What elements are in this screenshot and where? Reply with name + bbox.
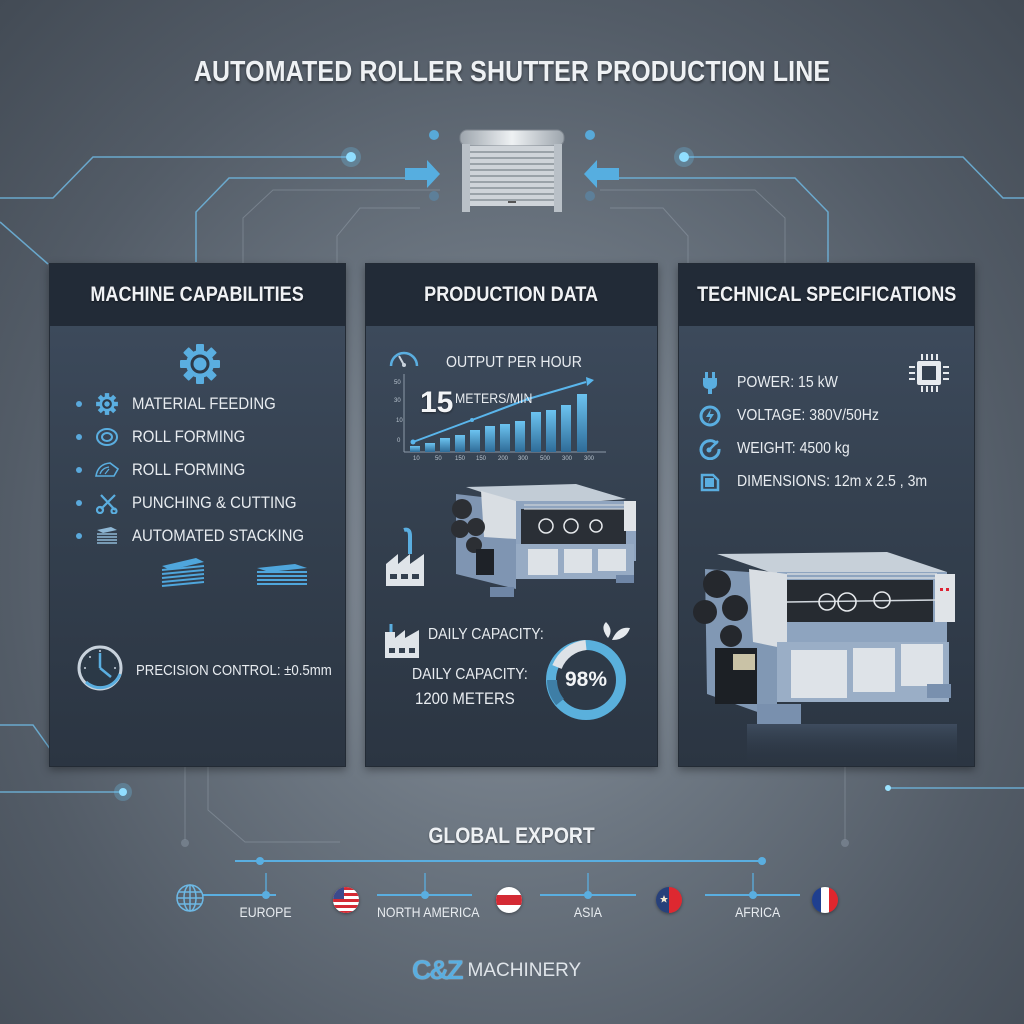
brand-logo: C&Z MACHINERY xyxy=(412,955,581,986)
specs-panel-header: TECHNICAL SPECIFICATIONS xyxy=(679,264,974,326)
capacity-heading: DAILY CAPACITY: xyxy=(428,626,544,643)
roller-shutter-icon xyxy=(405,129,619,212)
region-africa: AFRICA xyxy=(735,904,781,920)
page-title: AUTOMATED ROLLER SHUTTER PRODUCTION LINE xyxy=(193,56,831,88)
spec-item: POWER: 15 kW xyxy=(697,370,852,396)
capability-item: ROLL FORMING xyxy=(76,425,261,449)
gear-icon xyxy=(178,342,222,391)
chart-title: OUTPUT PER HOUR xyxy=(446,354,582,371)
efficiency-value: 98% xyxy=(564,668,608,691)
blue-red-star-flag xyxy=(656,887,682,913)
leaf-icon xyxy=(603,622,630,640)
capability-item: ROLL FORMING xyxy=(76,458,261,482)
svg-text:0: 0 xyxy=(397,438,401,444)
plug-icon xyxy=(697,371,723,395)
globe-icon xyxy=(175,883,205,918)
brand-name: MACHINERY xyxy=(467,959,582,981)
svg-text:50: 50 xyxy=(394,380,401,386)
gear-icon xyxy=(94,393,120,415)
stack-icon xyxy=(255,562,309,593)
capability-item: PUNCHING & CUTTING xyxy=(76,491,319,515)
clock-icon xyxy=(76,644,124,697)
bullet xyxy=(76,533,82,539)
stack-icon xyxy=(94,525,120,547)
roll-icon xyxy=(94,426,120,448)
region-asia: ASIA xyxy=(573,904,603,920)
svg-text:200: 200 xyxy=(498,456,509,462)
specs-title: TECHNICAL SPECIFICATIONS xyxy=(696,283,957,306)
capabilities-panel-header: MACHINE CAPABILITIES xyxy=(50,264,345,326)
voltage-icon xyxy=(697,404,723,428)
machine-image xyxy=(687,544,969,764)
gauge-icon xyxy=(94,459,120,481)
us-flag xyxy=(333,887,359,913)
capacity-value: 1200 METERS xyxy=(415,689,515,708)
production-panel-header: PRODUCTION DATA xyxy=(366,264,657,326)
svg-text:150: 150 xyxy=(476,456,487,462)
weight-icon xyxy=(697,437,723,461)
svg-text:10: 10 xyxy=(396,418,403,424)
svg-text:10: 10 xyxy=(413,456,420,462)
factory-icon xyxy=(384,526,426,593)
region-north-america: NORTH AMERICA xyxy=(376,904,480,920)
scissors-icon xyxy=(94,492,120,514)
output-chart: 50 30 10 0 10 50 150 150 200 xyxy=(388,372,608,462)
capabilities-panel: MACHINE CAPABILITIES MATERIAL FEEDING xyxy=(49,263,346,767)
precision-label: PRECISION CONTROL: ±0.5mm xyxy=(136,662,332,679)
stack-icon xyxy=(160,556,206,593)
red-white-flag xyxy=(496,887,522,913)
capacity-label: DAILY CAPACITY: xyxy=(412,666,528,683)
bullet xyxy=(76,500,82,506)
speed-unit: METERS/MIN xyxy=(455,390,533,406)
svg-text:300: 300 xyxy=(584,456,595,462)
spec-item: DIMENSIONS: 12m x 2.5 , 3m xyxy=(697,469,953,495)
svg-text:300: 300 xyxy=(562,456,573,462)
capability-item: AUTOMATED STACKING xyxy=(76,524,328,548)
bullet xyxy=(76,401,82,407)
capability-item: MATERIAL FEEDING xyxy=(76,392,295,416)
spec-item: WEIGHT: 4500 kg xyxy=(697,436,865,462)
svg-text:50: 50 xyxy=(435,456,442,462)
svg-text:500: 500 xyxy=(540,456,551,462)
brand-mark: C&Z xyxy=(412,955,463,985)
speedometer-icon xyxy=(388,346,420,375)
bullet xyxy=(76,434,82,440)
france-flag xyxy=(812,887,838,913)
efficiency-donut: 98% xyxy=(540,622,632,724)
svg-text:300: 300 xyxy=(518,456,529,462)
speed-value: 15 xyxy=(420,386,454,419)
capabilities-title: MACHINE CAPABILITIES xyxy=(90,283,305,306)
production-panel: PRODUCTION DATA OUTPUT PER HOUR 50 30 10 0 xyxy=(365,263,658,767)
svg-text:30: 30 xyxy=(394,398,401,404)
speed-readout: 15 METERS/MIN xyxy=(420,386,543,420)
factory-icon xyxy=(383,620,421,665)
svg-text:150: 150 xyxy=(455,456,466,462)
specs-panel: TECHNICAL SPECIFICATIONS POWER: 15 kW VO… xyxy=(678,263,975,767)
precision-control: PRECISION CONTROL: ±0.5mm xyxy=(76,644,358,697)
production-title: PRODUCTION DATA xyxy=(424,283,599,306)
bullet xyxy=(76,467,82,473)
region-europe: EUROPE xyxy=(239,904,293,920)
hero-section xyxy=(400,128,624,218)
export-title: GLOBAL EXPORT xyxy=(428,823,596,848)
spec-item: VOLTAGE: 380V/50Hz xyxy=(697,403,898,429)
dimensions-icon xyxy=(697,470,723,494)
machine-image xyxy=(446,479,646,604)
chip-icon xyxy=(907,352,951,399)
